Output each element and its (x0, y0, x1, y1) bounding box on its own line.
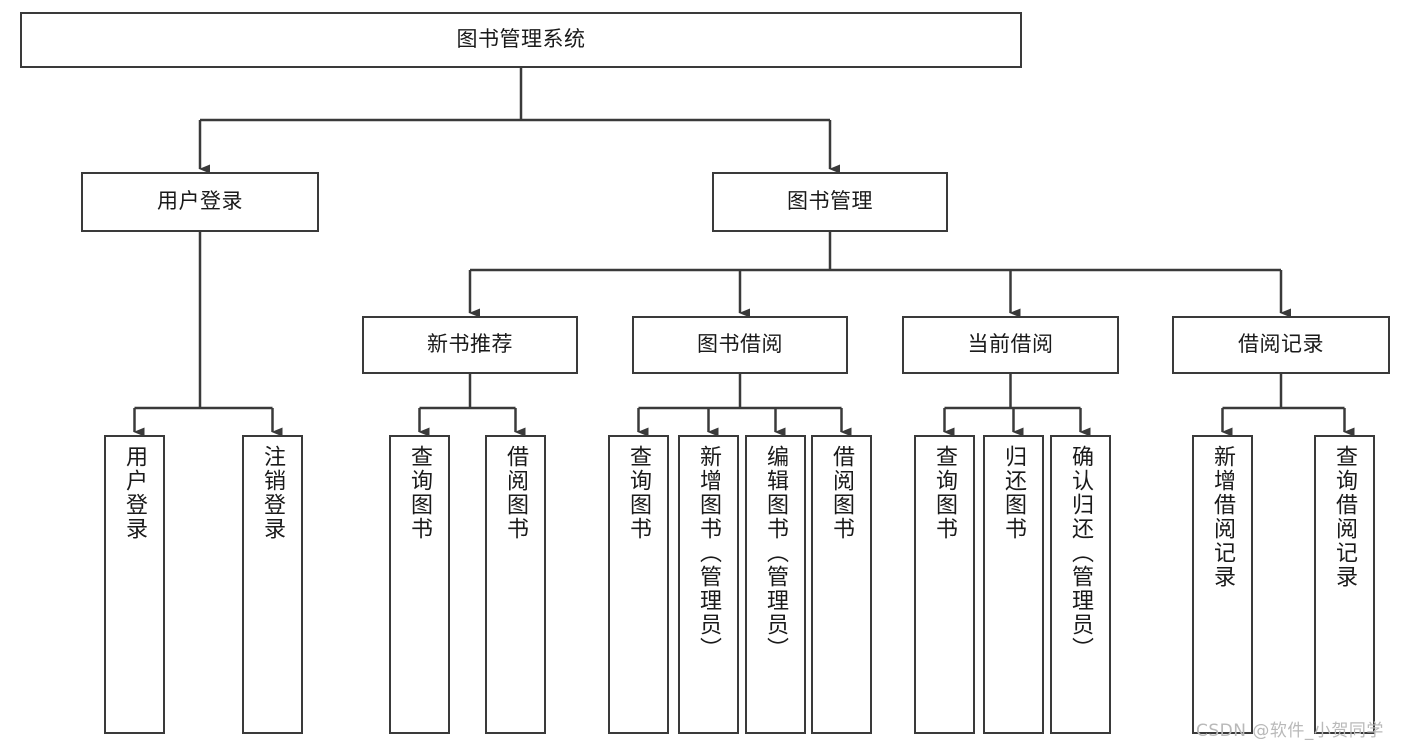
node-label: 注销登录 (260, 445, 286, 541)
watermark-text: CSDN @软件_小贺同学 (1196, 721, 1384, 741)
node-label: 借阅记录 (1238, 332, 1324, 357)
node-label: 当前借阅 (967, 332, 1054, 357)
node-leaf-user-login: 用户登录 (104, 435, 165, 734)
node-leaf-query-record: 查询借阅记录 (1314, 435, 1375, 734)
csdn-watermark: CSDN @软件_小贺同学 (1196, 716, 1384, 741)
node-label: 查询图书 (932, 445, 958, 541)
node-label: 查询图书 (626, 445, 652, 541)
node-label: 归还图书 (1001, 445, 1027, 541)
node-label: 新增图书（管理员） (696, 445, 722, 661)
node-label: 确认归还（管理员） (1068, 445, 1094, 661)
node-label: 图书管理系统 (456, 27, 586, 52)
node-label: 查询借阅记录 (1332, 445, 1358, 589)
node-current-borrow: 当前借阅 (902, 316, 1119, 374)
node-label: 用户登录 (122, 445, 148, 541)
node-leaf-query-book-1: 查询图书 (389, 435, 450, 734)
node-new-book-recommend: 新书推荐 (362, 316, 578, 374)
node-leaf-edit-book: 编辑图书（管理员） (745, 435, 806, 734)
node-root: 图书管理系统 (20, 12, 1022, 68)
node-label: 新增借阅记录 (1210, 445, 1236, 589)
node-label: 编辑图书（管理员） (763, 445, 789, 661)
node-label: 借阅图书 (829, 445, 855, 541)
node-label: 新书推荐 (427, 332, 513, 357)
node-leaf-query-book-2: 查询图书 (608, 435, 669, 734)
node-label: 图书管理 (787, 189, 873, 214)
node-user-login: 用户登录 (81, 172, 319, 232)
node-label: 借阅图书 (503, 445, 529, 541)
node-leaf-borrow-book-2: 借阅图书 (811, 435, 872, 734)
node-label: 图书借阅 (697, 332, 783, 357)
node-label: 查询图书 (407, 445, 433, 541)
node-leaf-logout: 注销登录 (242, 435, 303, 734)
node-label: 用户登录 (157, 189, 243, 214)
node-book-management: 图书管理 (712, 172, 948, 232)
node-leaf-query-book-3: 查询图书 (914, 435, 975, 734)
node-leaf-return-book: 归还图书 (983, 435, 1044, 734)
node-borrow-record: 借阅记录 (1172, 316, 1390, 374)
node-leaf-confirm-return: 确认归还（管理员） (1050, 435, 1111, 734)
node-leaf-add-record: 新增借阅记录 (1192, 435, 1253, 734)
node-leaf-add-book: 新增图书（管理员） (678, 435, 739, 734)
node-leaf-borrow-book-1: 借阅图书 (485, 435, 546, 734)
node-book-borrow: 图书借阅 (632, 316, 848, 374)
